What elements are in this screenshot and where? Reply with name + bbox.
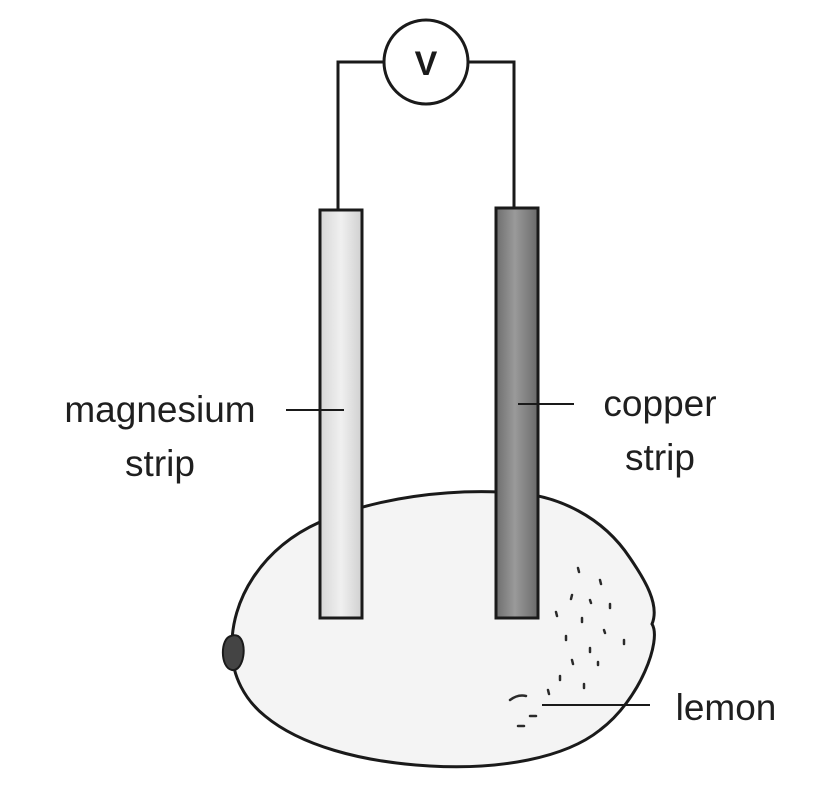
copper-label-line1: copper xyxy=(603,383,716,424)
lemon xyxy=(230,490,656,769)
magnesium-label-line2: strip xyxy=(125,443,195,484)
lemon-label: lemon xyxy=(676,687,777,728)
magnesium-strip xyxy=(318,208,364,620)
voltmeter-symbol: V xyxy=(415,45,438,83)
copper-label-line2: strip xyxy=(625,437,695,478)
copper-strip xyxy=(494,206,540,620)
wire-right xyxy=(468,60,516,208)
magnesium-label-line1: magnesium xyxy=(64,389,255,430)
wire-left xyxy=(336,60,384,210)
lemon-tip xyxy=(221,634,245,671)
lemon-peel-dots xyxy=(508,566,626,728)
voltmeter xyxy=(382,18,470,106)
